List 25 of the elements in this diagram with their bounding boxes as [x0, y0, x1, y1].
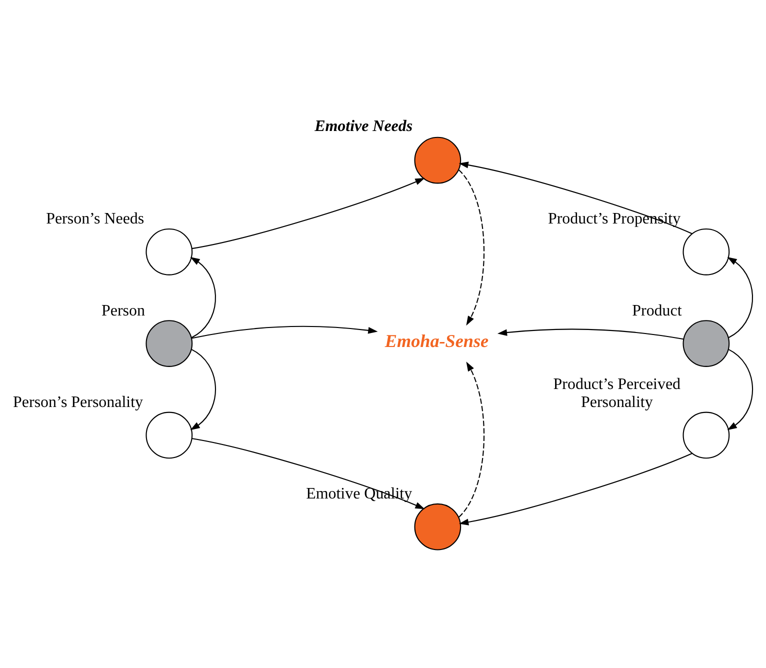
node-label: Product’s Perceived Personality	[553, 375, 681, 410]
arrow	[458, 361, 485, 518]
arrow	[192, 177, 425, 249]
node-label: Emotive Needs	[314, 117, 413, 134]
arrow	[727, 256, 753, 338]
arrow	[458, 452, 692, 525]
node-label: Person	[101, 302, 145, 319]
arrow	[190, 348, 216, 430]
node-circle	[682, 228, 730, 275]
arrow	[727, 348, 753, 430]
node-circle	[682, 411, 730, 458]
arrow	[190, 256, 216, 338]
node-label: Product	[632, 302, 682, 319]
arrow	[192, 325, 378, 338]
node-circle	[146, 411, 193, 458]
arrow	[458, 169, 485, 326]
node-text: Emoha-Sense	[384, 330, 489, 350]
node-circle	[146, 228, 193, 275]
node-circle	[682, 320, 730, 366]
arrow	[192, 438, 425, 509]
node-circle	[146, 320, 193, 366]
node-label: Person’s Personality	[13, 393, 144, 410]
arrow	[497, 328, 684, 340]
node-label: Person’s Needs	[46, 210, 144, 228]
arrow	[458, 161, 692, 234]
